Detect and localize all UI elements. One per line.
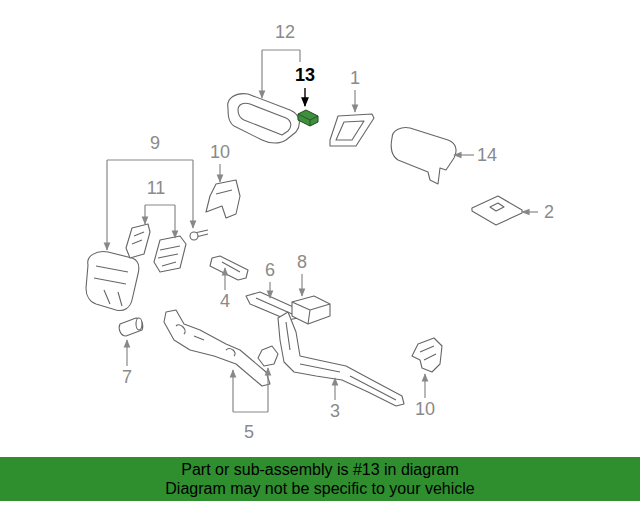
leader-lines-item [354,90,355,112]
leader-lines-item [522,211,538,212]
leader-lines-item [219,164,220,182]
leader-lines-item [262,50,300,98]
part-outlines-item [154,236,186,272]
leader-lines-item [299,50,300,62]
leader-lines [107,50,538,412]
part-outlines-item [94,266,128,306]
band-text: Diagram may not be specific to your vehi… [165,479,474,498]
leader-lines-item [424,374,425,398]
part-outlines-item [420,346,436,360]
leader-lines-item [126,340,127,366]
callout-number: 7 [122,368,132,386]
callout-number: 2 [544,203,554,221]
part-outlines-item [391,127,456,184]
callout-number: 10 [415,400,435,418]
part-outlines-item [216,190,232,194]
part-outlines-item [119,318,143,336]
part-outlines-item [292,296,330,324]
part-outlines-item [126,224,150,258]
part-outlines-item [206,180,240,218]
callout-number: 13 [295,66,315,84]
part-outlines-item [330,114,374,146]
part-outlines-item [336,121,364,140]
part-outlines-item [164,310,270,386]
highlighted-part-item [298,110,318,126]
part-outlines-item [292,302,330,324]
leader-lines-item [301,274,302,296]
leader-lines-item [334,378,335,400]
leader-lines-item [233,370,268,412]
callout-number: 8 [297,253,307,271]
part-outlines [86,94,522,406]
leader-lines-item [267,368,268,412]
leader-lines-item [224,268,225,290]
key-leader-line-item [304,88,305,106]
leader-lines-item [192,160,193,228]
part-outlines-item [256,298,292,314]
part-outlines-item [158,246,180,266]
part-outlines-item [86,252,139,311]
leader-lines-item [107,160,193,250]
band-text: Part or sub-assembly is #13 in diagram [181,460,458,479]
key-leader-line [304,88,305,106]
caption-band: Part or sub-assembly is #13 in diagramDi… [0,457,640,501]
part-outlines-item [228,94,300,143]
part-outlines-item [176,325,235,356]
part-outlines-item [210,256,248,280]
callout-number: 6 [265,261,275,279]
leader-lines-item [269,282,270,298]
part-outlines-item [412,338,442,372]
callout-number: 14 [477,146,497,164]
callout-number: 9 [150,134,160,152]
callout-number: 10 [210,143,230,161]
part-outlines-item [190,232,198,240]
part-outlines-item [132,232,144,244]
part-outlines-item [136,318,142,330]
callout-number: 12 [275,23,295,41]
callout-number: 4 [220,292,230,310]
part-outlines-item [490,203,504,211]
leader-lines-item [145,205,175,224]
callout-number: 11 [147,179,166,197]
leader-lines-item [174,205,175,238]
callout-number: 1 [350,69,360,87]
part-outlines-item [286,322,396,400]
leader-lines-item [454,154,474,155]
callout-number: 5 [244,423,254,441]
highlighted-part [298,110,318,126]
callout-number: 3 [330,402,340,420]
highlighted-part-item [298,114,318,126]
part-outlines-item [238,103,291,135]
part-outlines-item [278,312,404,406]
part-outlines-item [258,346,278,366]
